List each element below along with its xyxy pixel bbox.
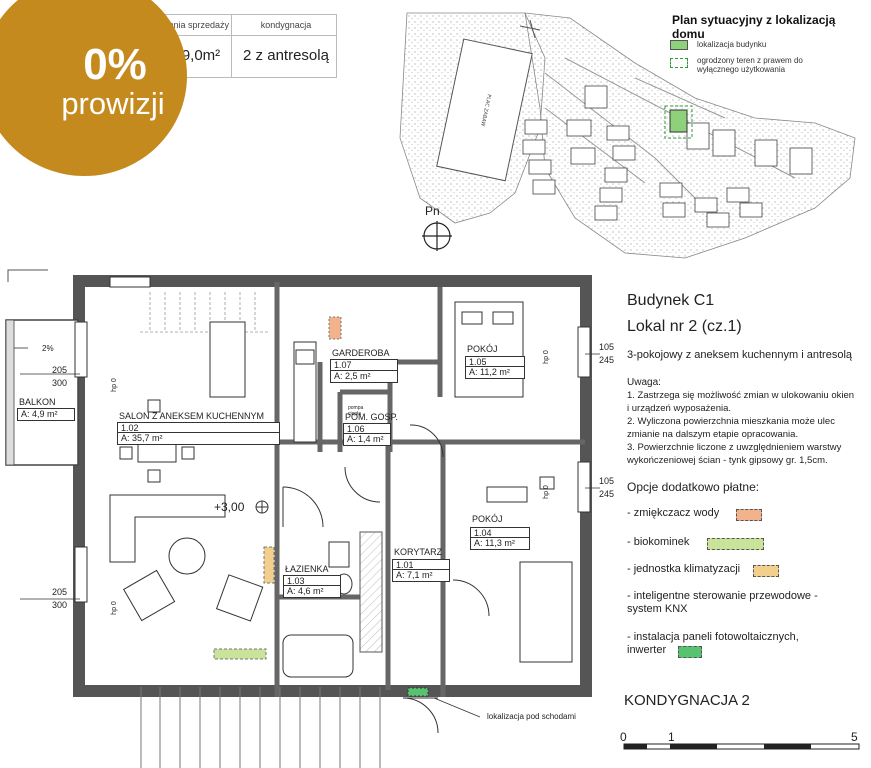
header-floor-value: 2 z antresolą bbox=[243, 47, 329, 64]
option-knx: - inteligentne sterowanie przewodowe - bbox=[627, 590, 818, 602]
scale-bar bbox=[623, 743, 860, 750]
window-dim-3-top: 105 bbox=[599, 342, 615, 352]
scale-1: 1 bbox=[668, 730, 675, 744]
option-knx-line2: system KNX bbox=[627, 603, 688, 615]
stairs-note: lokalizacja pod schodami bbox=[487, 712, 576, 721]
hp-label-3: hp 0 bbox=[542, 350, 550, 364]
hp-label-2: hp 0 bbox=[110, 601, 118, 615]
room-pokoj104-area: A: 11,3 m² bbox=[470, 537, 530, 550]
header-col-floor: kondygnacja bbox=[260, 20, 312, 30]
floor-title: KONDYGNACJA 2 bbox=[624, 692, 750, 709]
site-plan-title: Plan sytuacyjny z lokalizacją domu bbox=[672, 13, 836, 41]
room-balkon-area: A: 4,9 m² bbox=[17, 408, 75, 421]
room-garderoba-name: GARDEROBA bbox=[332, 348, 390, 358]
options-title: Opcje dodatkowo płatne: bbox=[627, 480, 760, 494]
option-water-softener-swatch bbox=[736, 509, 762, 521]
room-korytarz-name: KORYTARZ bbox=[394, 547, 443, 557]
room-pomgosp-name: POM. GOSP. bbox=[345, 412, 398, 422]
scale-5: 5 bbox=[851, 730, 858, 744]
window-dim-1-bottom: 300 bbox=[52, 378, 68, 388]
option-ac-unit-swatch bbox=[753, 565, 779, 577]
site-plan-map: PLAC ZABAW bbox=[399, 12, 856, 259]
note-line-1: 1. Zastrzega się możliwość zmian w uloko… bbox=[627, 390, 855, 401]
room-lazienka-area: A: 4,6 m² bbox=[283, 585, 341, 598]
legend-area-label: ogrodzony teren z prawem do wyłącznego u… bbox=[697, 56, 803, 74]
north-label: Pn bbox=[425, 204, 440, 218]
note-line-6: wykończeniowej ścian - tynk gipsowy gr. … bbox=[627, 455, 828, 466]
window-dim-2-top: 205 bbox=[52, 587, 68, 597]
room-pokoj104-name: POKÓJ bbox=[472, 514, 503, 524]
badge-text: prowizji bbox=[61, 86, 165, 121]
room-lazienka-name: ŁAZIENKA bbox=[285, 564, 329, 574]
option-biofireplace-swatch bbox=[707, 538, 764, 550]
header-col-area: powierzchnia sprzedaży bbox=[132, 20, 230, 30]
hp-label-4: hp 0 bbox=[542, 485, 550, 499]
note-line-3: 2. Wyliczona powierzchnia mieszkania moż… bbox=[627, 416, 835, 427]
unit-label: Lokal nr 2 (cz.1) bbox=[627, 318, 742, 335]
room-korytarz-area: A: 7,1 m² bbox=[392, 569, 450, 582]
room-salon-area: A: 35,7 m² bbox=[117, 432, 280, 445]
room-balkon-name: BALKON bbox=[19, 397, 56, 407]
legend-area-swatch bbox=[670, 58, 688, 68]
room-pokoj105-name: POKÓJ bbox=[467, 344, 498, 354]
note-line-2: i urządzeń wyposażenia. bbox=[627, 403, 732, 414]
room-pokoj105-area: A: 11,2 m² bbox=[465, 366, 525, 379]
note-line-4: zmianie na dalszym etapie opracowania. bbox=[627, 429, 799, 440]
option-pv-line2: inwerter bbox=[627, 644, 667, 656]
header-area-value: 9,0m² bbox=[181, 47, 221, 64]
scale-0: 0 bbox=[620, 730, 627, 744]
room-garderoba-area: A: 2,5 m² bbox=[330, 370, 398, 383]
legend-building-label: lokalizacja budynku bbox=[697, 40, 767, 49]
pump-label: pompa ciepła bbox=[348, 405, 364, 417]
window-dim-3-bottom: 245 bbox=[599, 355, 615, 365]
window-dim-1-top: 205 bbox=[52, 365, 68, 375]
window-dim-2-bottom: 300 bbox=[52, 600, 68, 610]
room-pomgosp-area: A: 1,4 m² bbox=[343, 433, 391, 446]
room-lazienka-number: 1.03 bbox=[283, 575, 341, 588]
floor-plan bbox=[5, 269, 600, 768]
balcony-slope: 2% bbox=[42, 344, 54, 353]
note-line-5: 3. Powierzchnie liczone z uwzględnieniem… bbox=[627, 442, 842, 453]
option-water-softener: - zmiękczacz wody bbox=[627, 507, 720, 519]
notes-title: Uwaga: bbox=[627, 377, 661, 388]
building-label: Budynek C1 bbox=[627, 292, 715, 309]
badge-percent: 0% bbox=[83, 40, 147, 89]
window-dim-4-bottom: 245 bbox=[599, 489, 615, 499]
level-mark: +3,00 bbox=[214, 500, 245, 514]
commission-badge bbox=[0, 0, 187, 176]
window-dim-4-top: 105 bbox=[599, 476, 615, 486]
unit-type: 3-pokojowy z aneksem kuchennym i antreso… bbox=[627, 349, 853, 361]
hp-label-1: hp 0 bbox=[110, 378, 118, 392]
legend-building-swatch bbox=[670, 40, 688, 50]
room-salon-name: SALON Z ANEKSEM KUCHENNYM bbox=[119, 411, 265, 421]
option-ac-unit: - jednostka klimatyzacji bbox=[627, 563, 741, 575]
option-biofireplace: - biokominek bbox=[627, 536, 690, 548]
option-pv-swatch bbox=[678, 646, 702, 658]
option-pv: - instalacja paneli fotowoltaicznych, bbox=[627, 631, 799, 643]
